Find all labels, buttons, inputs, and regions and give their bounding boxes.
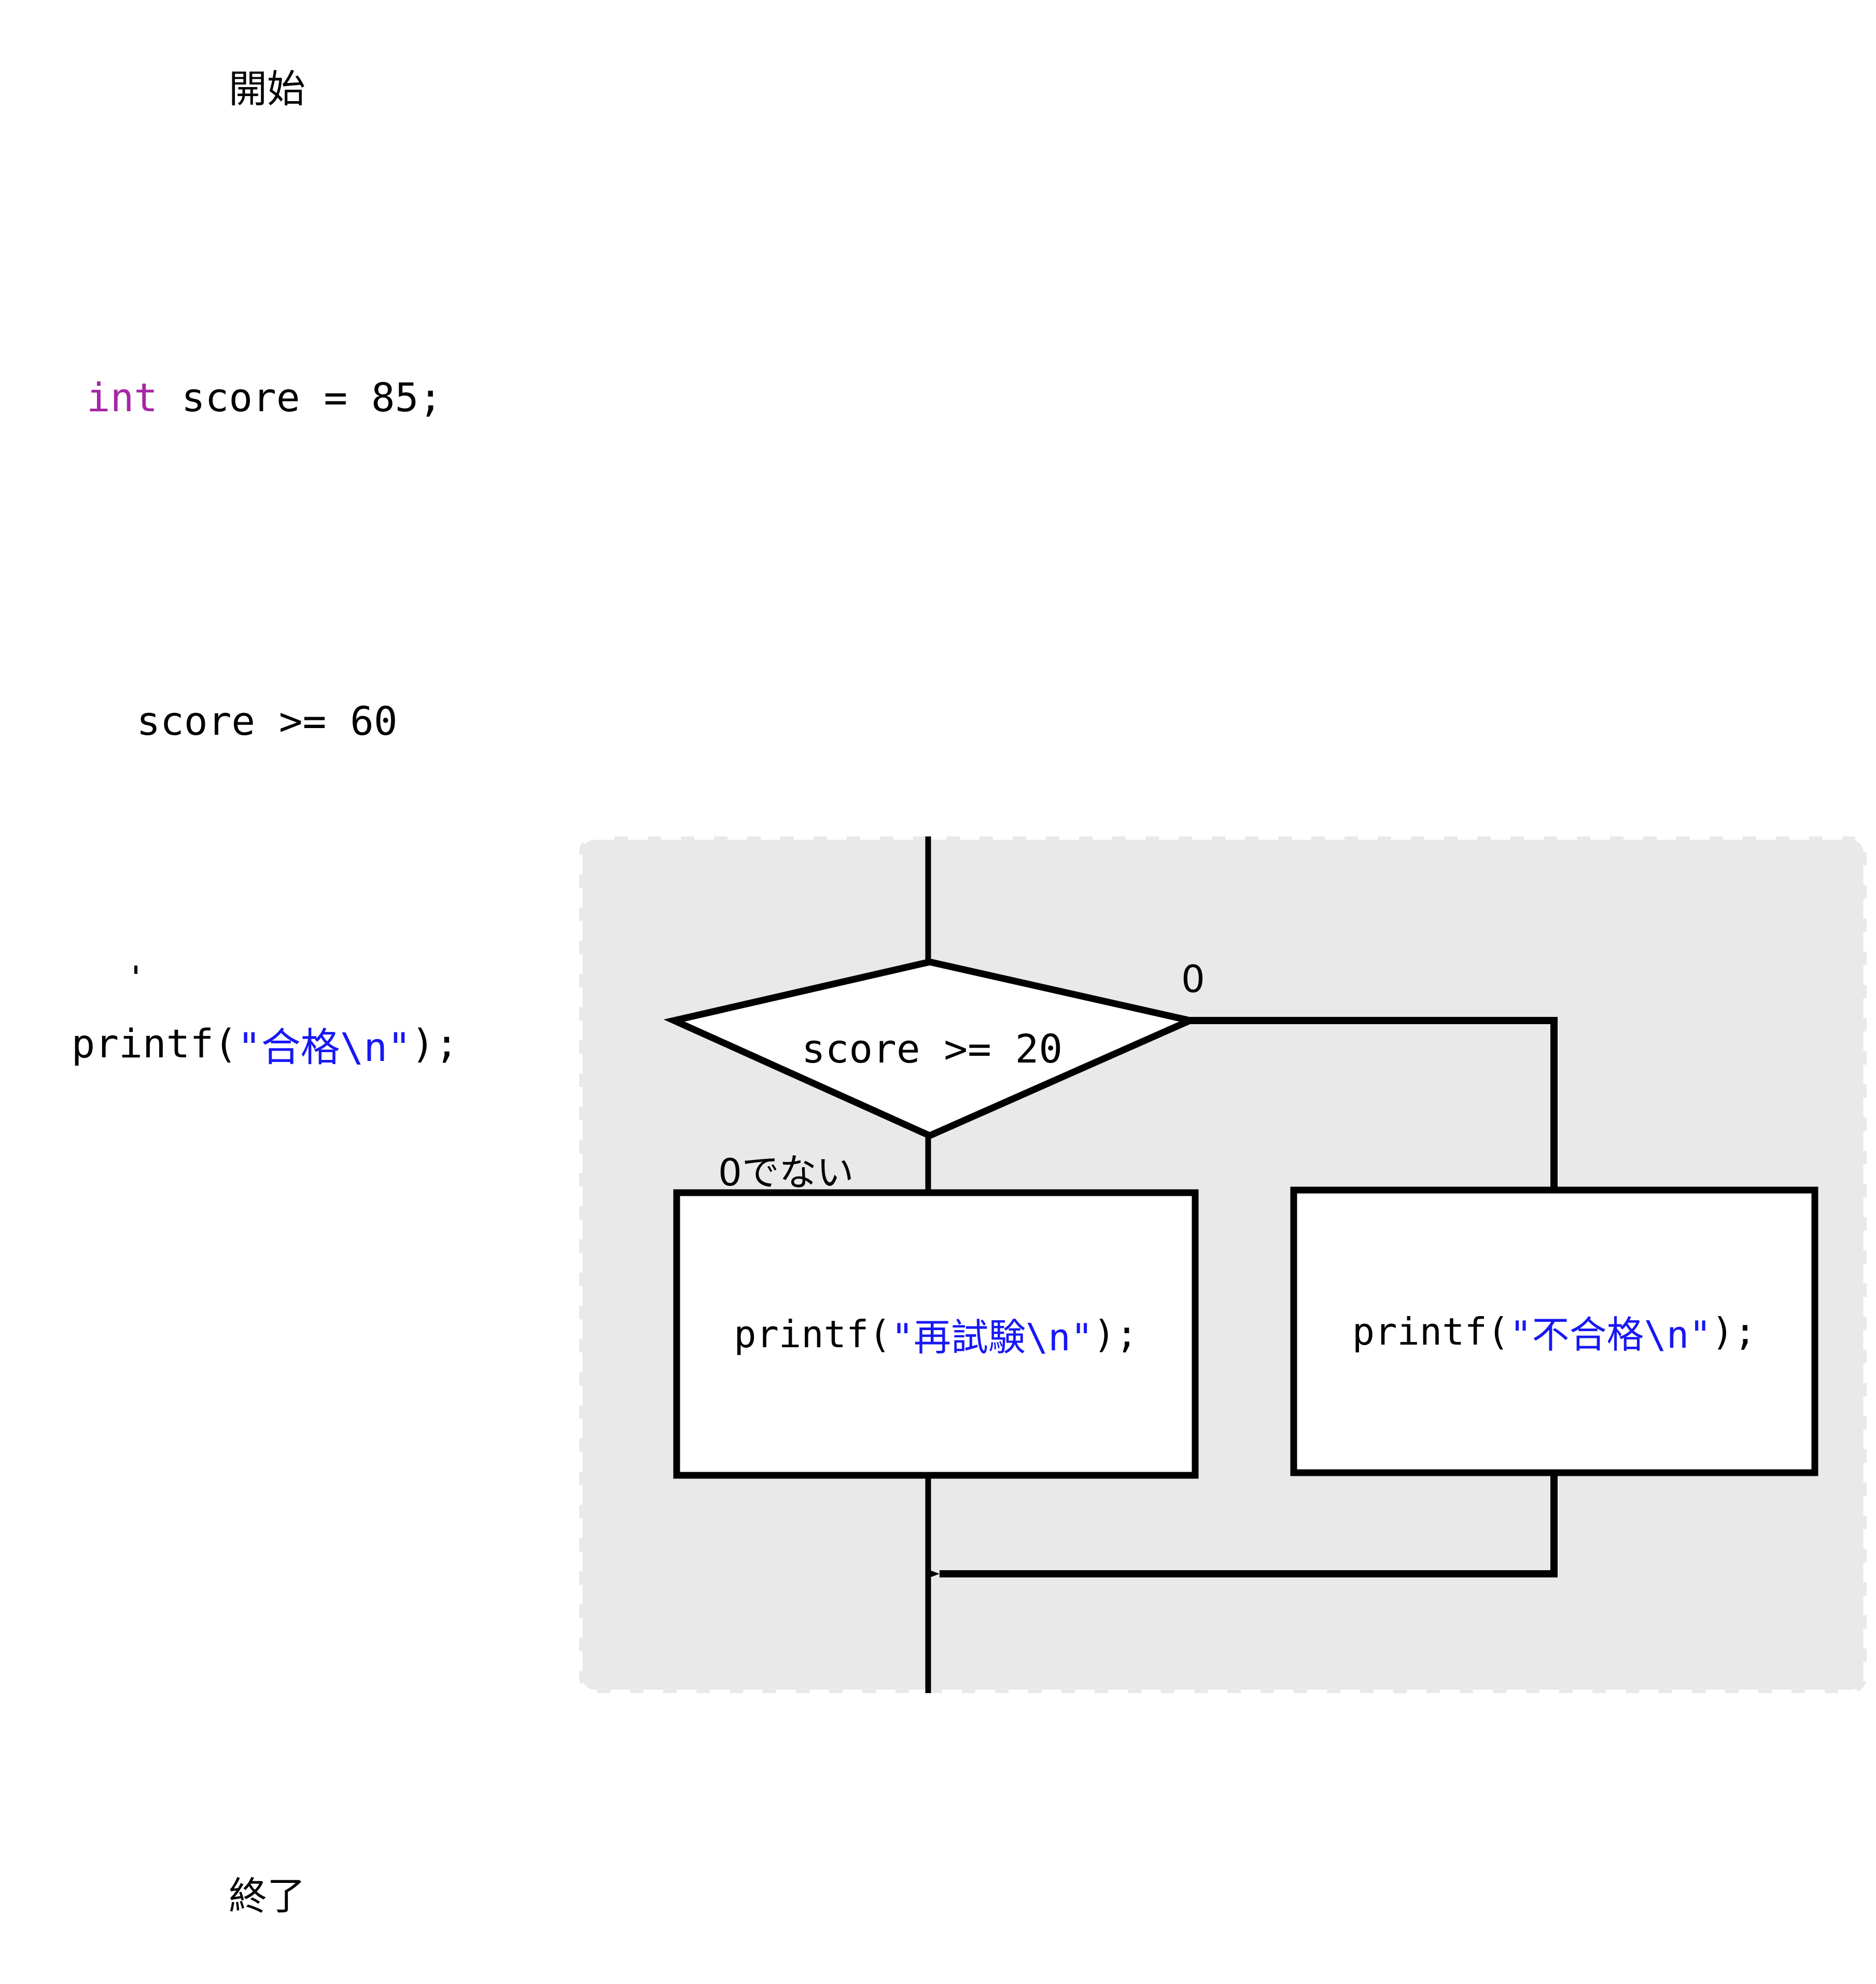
edge-label-not-zero: 0でない xyxy=(718,1151,854,1194)
edge-label-zero: 0 xyxy=(1181,957,1205,1001)
declare-node-shape xyxy=(5,315,524,480)
start-node-shape xyxy=(73,8,461,163)
decision-outer-shape xyxy=(16,633,519,809)
pass-print-shape xyxy=(6,970,524,1117)
edge-decision-inner-to-fail xyxy=(1190,1017,1558,1190)
edge-fail-to-merge xyxy=(927,1473,1558,1578)
retry-print-shape xyxy=(673,1189,1199,1479)
end-node-shape xyxy=(73,1818,461,1968)
fail-print-shape xyxy=(1290,1186,1818,1476)
